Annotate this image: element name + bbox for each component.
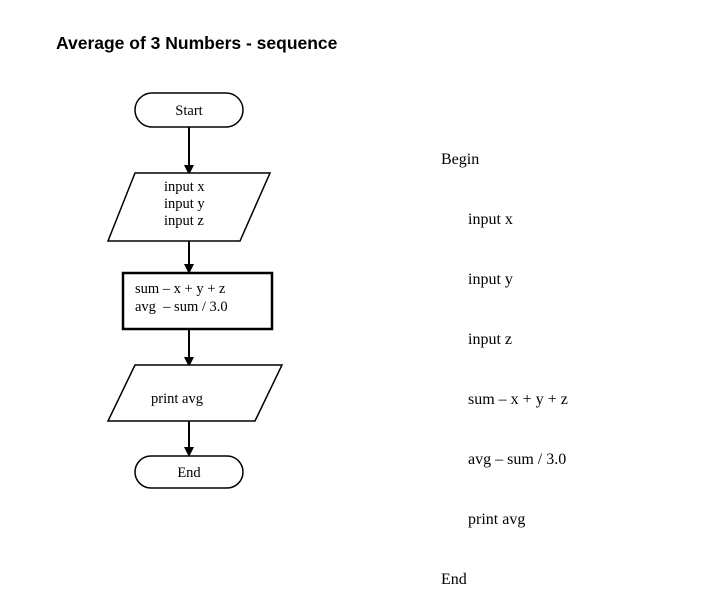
pseudocode-line: input y <box>468 271 513 288</box>
process-block: sum – x + y + z avg – sum / 3.0 <box>121 271 274 331</box>
input-line-x: input x <box>164 179 205 195</box>
start-label: Start <box>175 103 202 119</box>
pseudocode-line: sum – x + y + z <box>468 391 568 408</box>
end-terminator: End <box>134 455 244 489</box>
pseudocode-line: print avg <box>468 511 526 528</box>
end-label: End <box>177 465 201 481</box>
pseudocode-end: End <box>441 571 467 588</box>
input-block: input x input y input z <box>106 172 272 242</box>
pseudocode-line: input x <box>468 211 513 228</box>
pseudocode-begin: Begin <box>441 151 480 168</box>
output-label: print avg <box>151 391 203 407</box>
input-line-z: input z <box>164 213 204 229</box>
slide-title: Average of 3 Numbers - sequence <box>56 33 338 53</box>
output-block: print avg <box>106 364 284 422</box>
pseudocode-line: avg – sum / 3.0 <box>468 451 567 468</box>
input-line-y: input y <box>164 196 205 212</box>
pseudocode: Begin input x input y input z sum – x + … <box>441 110 568 610</box>
process-line-avg: avg – sum / 3.0 <box>135 299 228 315</box>
flowchart: Start input x input y input z sum – x + … <box>106 92 284 489</box>
process-line-sum: sum – x + y + z <box>135 281 226 297</box>
pseudocode-line: input z <box>468 331 512 348</box>
start-terminator: Start <box>134 92 244 128</box>
